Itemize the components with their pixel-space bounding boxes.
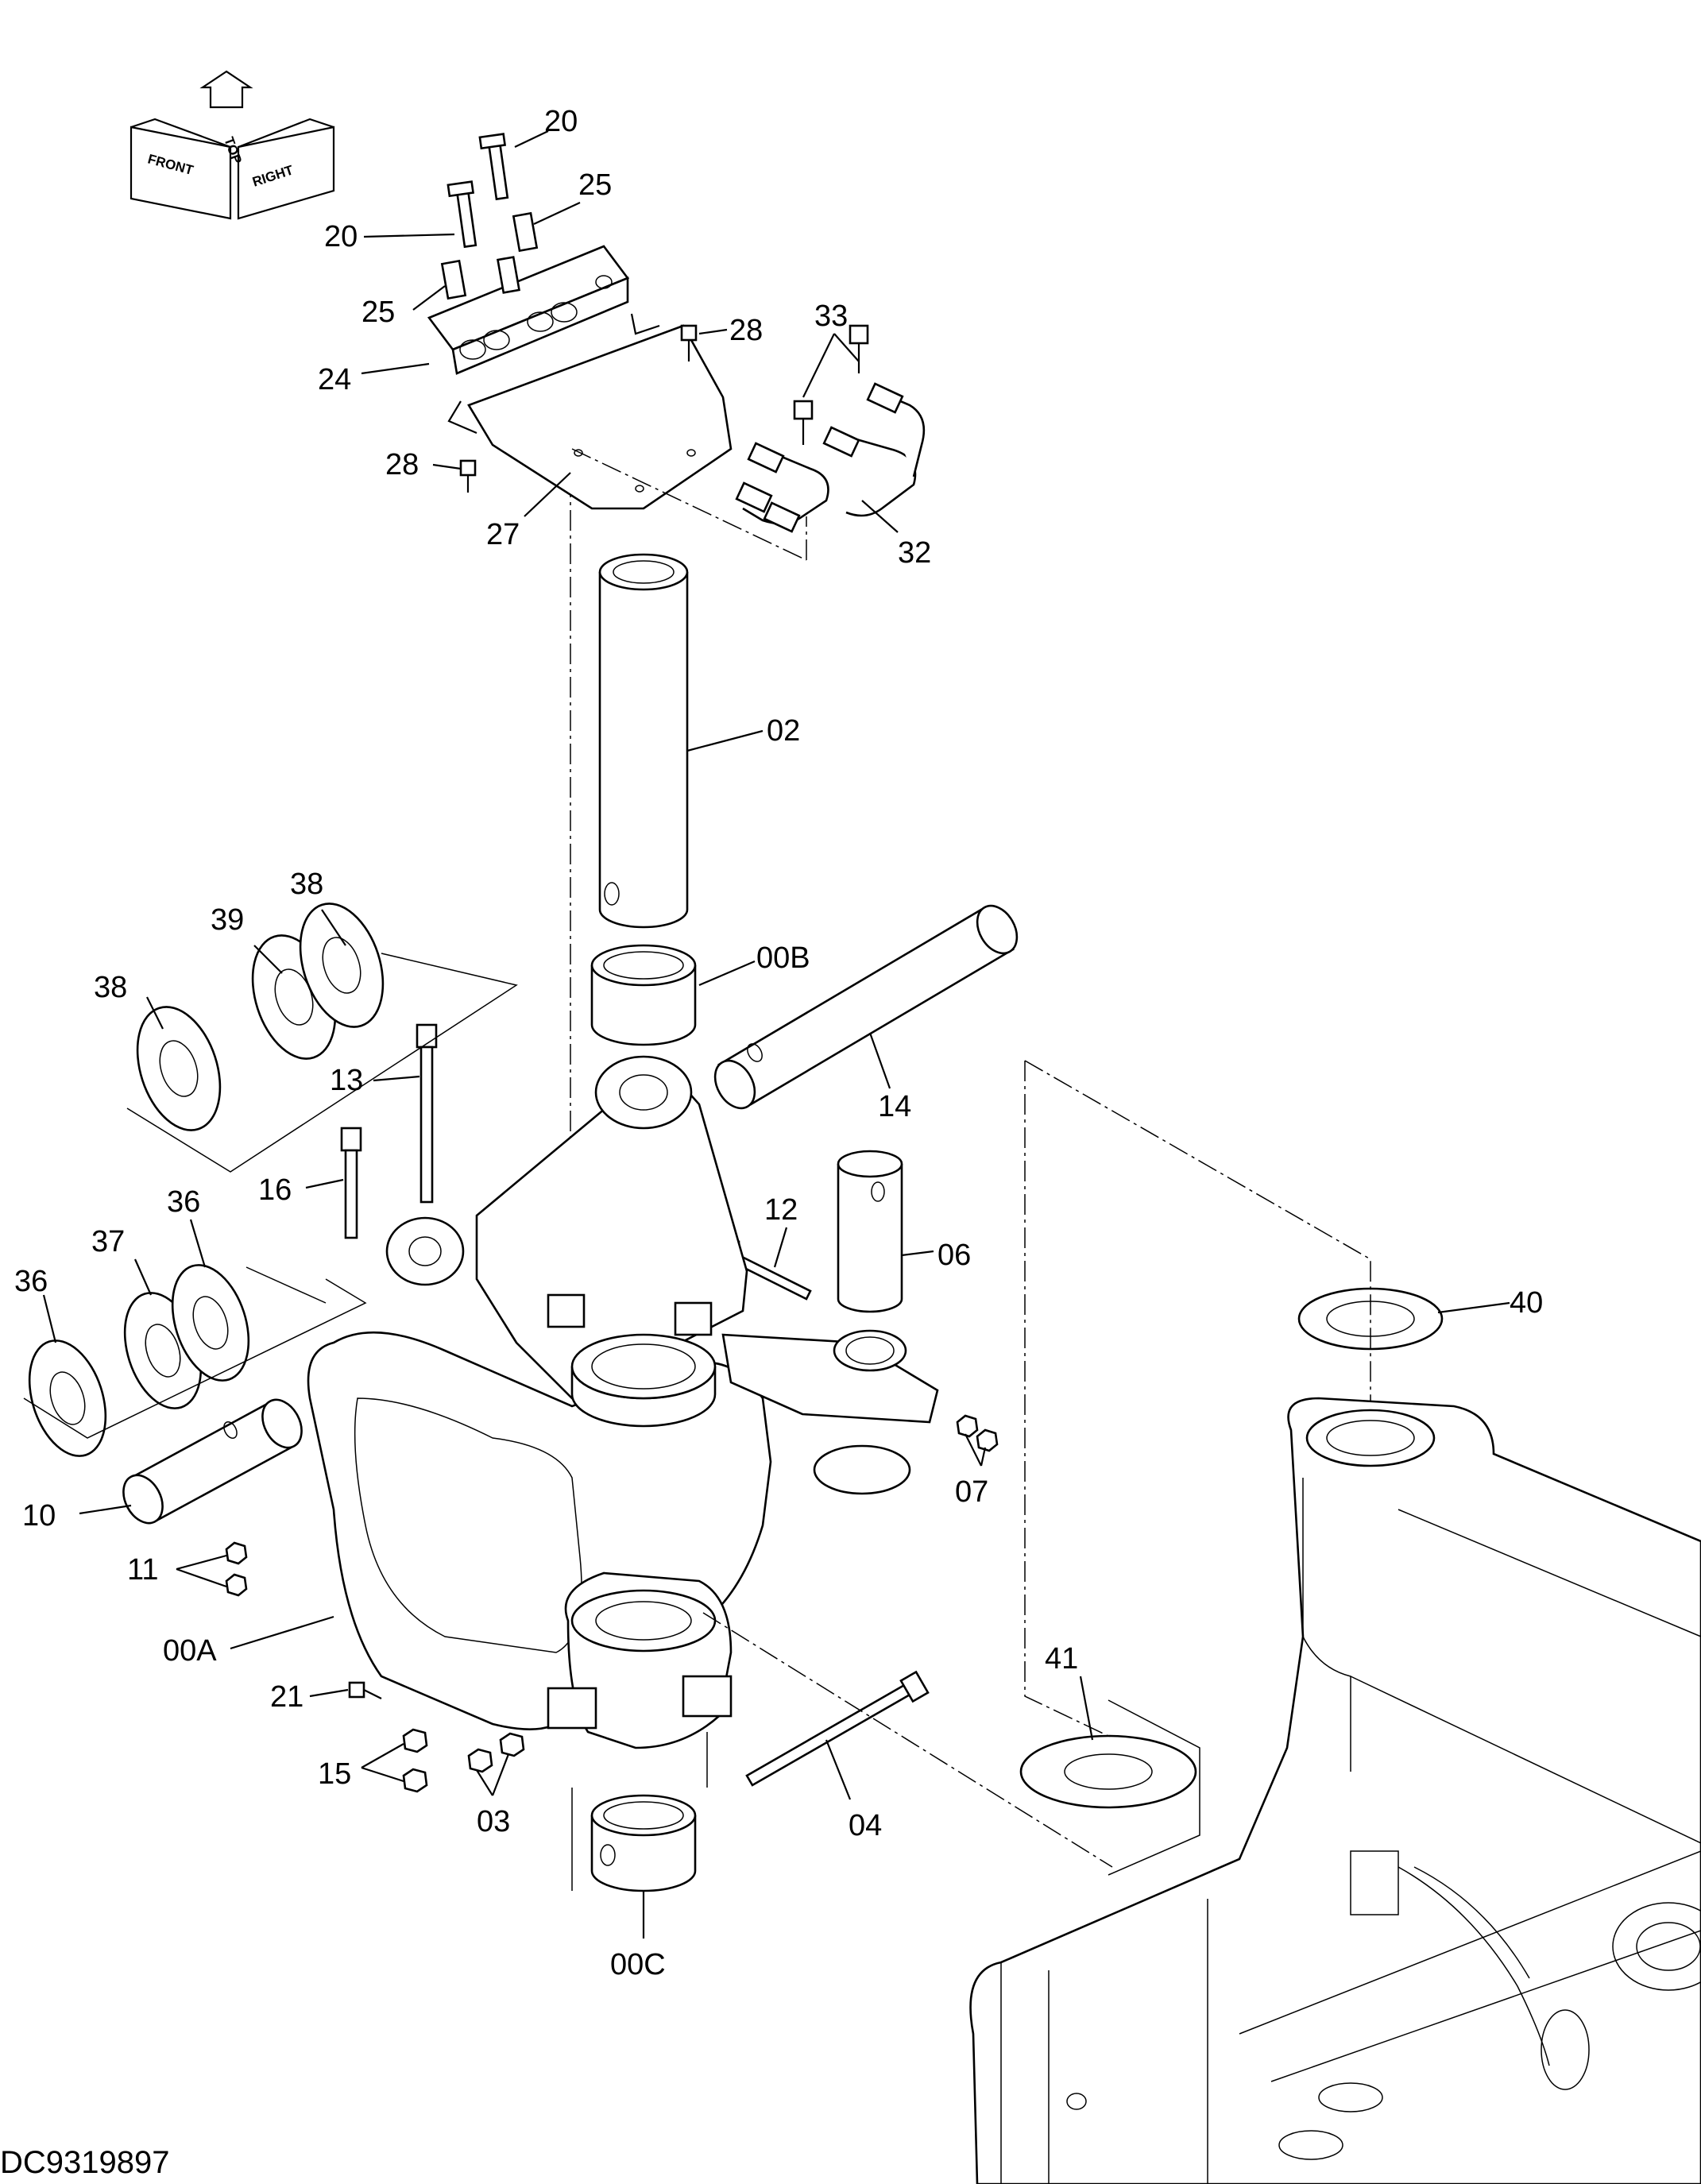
bushing-00C	[571, 1732, 708, 1892]
leader-lines	[42, 130, 1510, 1939]
callout-03: 03	[477, 1805, 510, 1838]
callout-38-left: 38	[94, 971, 127, 1004]
callout-15: 15	[318, 1757, 351, 1791]
callout-12: 12	[764, 1193, 798, 1227]
callout-24: 24	[318, 363, 351, 396]
callout-07: 07	[955, 1475, 988, 1509]
pin-14	[713, 904, 1019, 1110]
swing-bracket-00A	[307, 1055, 939, 1749]
callout-14: 14	[878, 1090, 911, 1123]
nuts	[225, 1414, 999, 1793]
washers-left	[23, 903, 518, 1457]
bolts-and-collars	[440, 133, 539, 300]
washer-41	[1019, 1734, 1197, 1809]
callout-33: 33	[814, 300, 848, 333]
pin-06	[837, 1150, 903, 1313]
callout-25-left: 25	[361, 296, 395, 329]
callout-36-left: 36	[14, 1265, 48, 1298]
callout-00C: 00C	[610, 1948, 666, 1981]
drawing-code: DC9319897	[0, 2145, 170, 2180]
callout-28-left: 28	[385, 448, 419, 481]
hose-fittings	[735, 324, 926, 560]
compass-right-label: RIGHT	[250, 162, 296, 190]
callout-40: 40	[1510, 1286, 1543, 1320]
callout-28-right: 28	[729, 314, 763, 347]
callout-20-upper: 20	[544, 105, 578, 138]
compass-top-label: TOP	[221, 135, 245, 166]
callout-41: 41	[1045, 1642, 1078, 1676]
bolt-16	[340, 1127, 362, 1239]
callout-11: 11	[127, 1553, 158, 1587]
callout-16: 16	[258, 1173, 292, 1207]
callout-00B: 00B	[756, 941, 810, 975]
callout-21: 21	[270, 1680, 303, 1714]
compass-front-label: FRONT	[146, 152, 195, 179]
callout-10: 10	[22, 1499, 56, 1533]
callout-13: 13	[330, 1064, 363, 1097]
upper-frame	[969, 1397, 1701, 2184]
callout-labels: 20 20 25 25 24 28 28 33 27 32 02 38 39 3…	[14, 105, 1543, 1981]
callout-38-upper: 38	[290, 868, 323, 901]
callout-39: 39	[211, 903, 244, 937]
bushing-00B	[590, 944, 697, 1046]
bolt-13	[416, 1023, 438, 1204]
callout-32: 32	[898, 536, 931, 570]
callout-04: 04	[849, 1809, 882, 1842]
small-bolts-28	[459, 324, 698, 493]
top-bracket-assembly	[427, 245, 807, 561]
main-pin-02	[598, 553, 689, 929]
callout-06: 06	[937, 1239, 971, 1272]
orientation-compass: TOP FRONT RIGHT	[130, 70, 335, 220]
callout-27: 27	[486, 518, 520, 551]
callout-20-left: 20	[324, 220, 358, 253]
callout-00A: 00A	[163, 1634, 217, 1668]
pin-10	[122, 1398, 303, 1525]
callout-36-upper: 36	[167, 1185, 200, 1219]
callout-37: 37	[91, 1225, 125, 1258]
bolt-04	[702, 1612, 1113, 1868]
callout-02: 02	[767, 714, 800, 748]
callout-25-upper: 25	[578, 168, 612, 202]
